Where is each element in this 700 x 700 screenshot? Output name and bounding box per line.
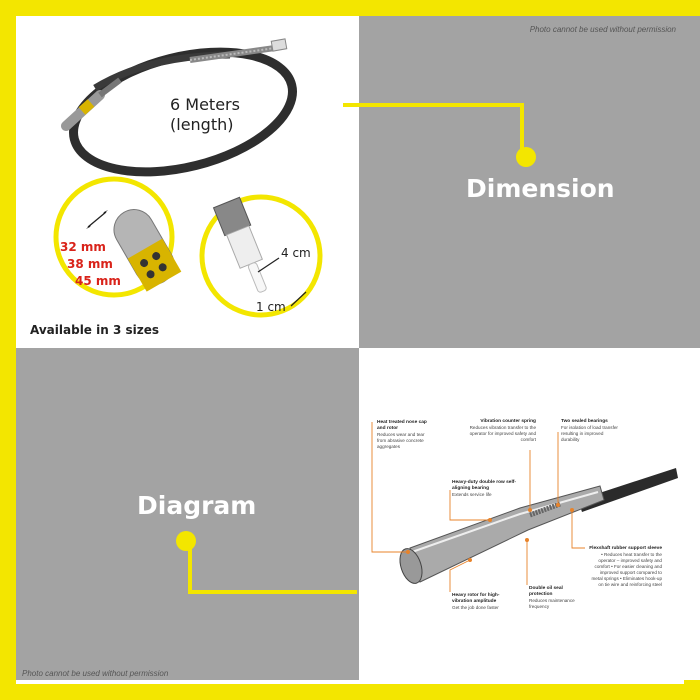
length-value: 6 Meters	[170, 95, 240, 114]
callout-leaders	[371, 422, 585, 592]
length-label: 6 Meters (length)	[170, 95, 240, 135]
permission-notice-top: Photo cannot be used without permission	[529, 25, 676, 34]
vibrator-hose-image	[61, 38, 297, 177]
tip-width-label: 1 cm	[256, 300, 286, 314]
dimension-connector	[343, 103, 536, 167]
callout-heavy-rotor: Heavy rotor for high-vibration amplitude…	[452, 593, 500, 610]
dimension-title-panel	[359, 16, 700, 348]
length-caption: (length)	[170, 115, 234, 134]
vibrator-cross-section	[399, 468, 678, 584]
callout-oil-seal: Double oil seal protection Reduces maint…	[529, 586, 575, 609]
callout-nose-cap: Heat treated nose cap and rotor Reduces …	[377, 420, 427, 449]
dimension-heading: Dimension	[466, 174, 615, 203]
diagram-heading: Diagram	[137, 491, 257, 520]
callout-sealed-bearings: Two sealed bearings For isolation of loa…	[561, 419, 618, 442]
availability-label: Available in 3 sizes	[30, 323, 160, 337]
permission-notice-bottom: Photo cannot be used without permission	[22, 669, 169, 678]
size-38: 38 mm	[67, 257, 113, 271]
size-32: 32 mm	[60, 240, 106, 254]
tip-length-label: 4 cm	[281, 246, 311, 260]
diagram-connector	[176, 531, 357, 594]
callout-double-row-bearing: Heavy-duty double row self-aligning bear…	[452, 480, 516, 497]
tip-detail-circle	[199, 194, 323, 318]
callout-dots	[406, 503, 574, 562]
callout-counter-spring: Vibration counter spring Reduces vibrati…	[469, 419, 536, 442]
nozzle-sizes-circle	[53, 176, 182, 298]
callout-rubber-sleeve: Flexshaft rubber support sleeve • Reduce…	[589, 546, 662, 587]
size-45: 45 mm	[75, 274, 121, 288]
diagram-title-panel	[16, 348, 359, 680]
